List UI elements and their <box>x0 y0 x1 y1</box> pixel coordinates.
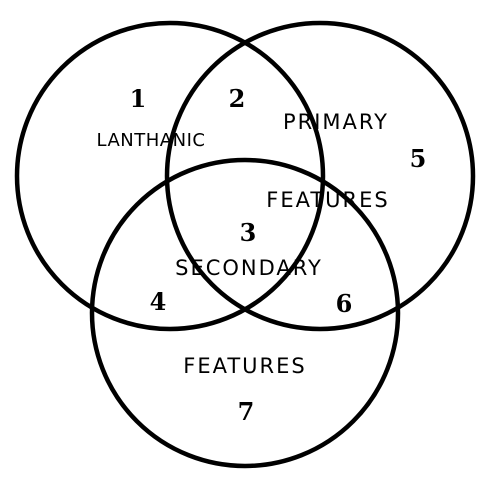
region-3-number: 3 <box>240 218 257 247</box>
region-2-number: 2 <box>229 84 246 113</box>
region-6-number: 6 <box>336 289 353 318</box>
region-5-number: 5 <box>410 144 427 173</box>
secondary-features-circle <box>89 157 401 469</box>
region-1-number: 1 <box>130 84 147 113</box>
region-7-number: 7 <box>238 397 255 426</box>
region-4-number: 4 <box>150 287 167 316</box>
lanthanic-circle <box>14 20 326 332</box>
primary-features-circle <box>164 20 476 332</box>
secondary-label: SECONDARY <box>175 256 323 280</box>
primary-label: PRIMARY <box>283 110 389 134</box>
lanthanic-label: LANTHANIC <box>97 130 206 151</box>
features-bottom-label: FEATURES <box>183 354 306 378</box>
features-top-label: FEATURES <box>266 188 389 212</box>
